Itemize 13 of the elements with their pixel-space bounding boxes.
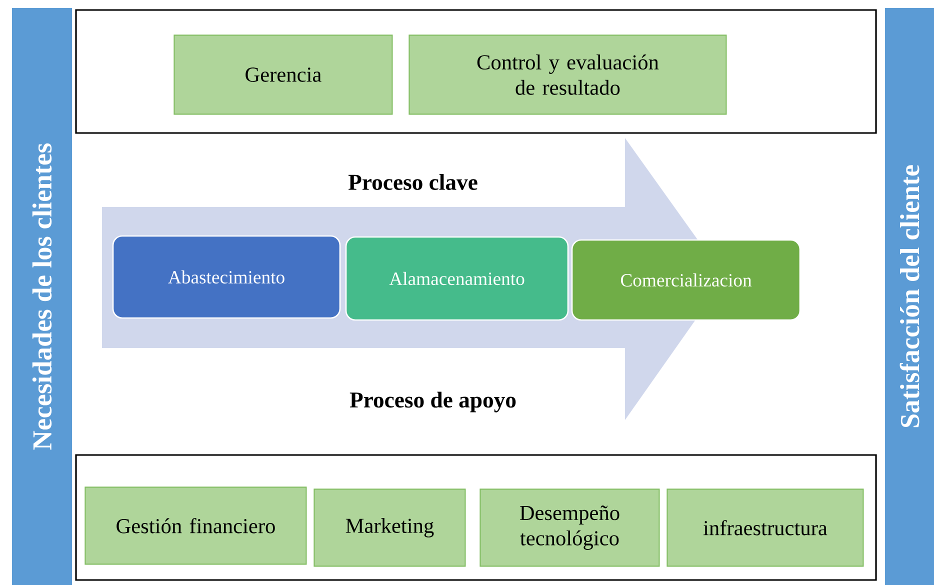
process-box: Control y evaluación de resultado [408, 34, 727, 115]
process-box: Marketing [314, 488, 466, 567]
process-box: Comercializacion [571, 239, 801, 321]
process-box: infraestructura [666, 488, 864, 567]
side-band: Necesidades de los clientes [12, 8, 72, 585]
process-box: Gerencia [174, 34, 393, 115]
process-box: Abastecimiento [112, 235, 341, 319]
section-heading: Proceso clave [348, 174, 478, 190]
process-box: Gestión financiero [84, 486, 307, 565]
process-box: Alamacenamiento [345, 236, 569, 321]
section-heading: Proceso de apoyo [350, 392, 516, 412]
process-box: Desempeño tecnológico [480, 488, 660, 567]
side-band: Satisfacción del cliente [885, 8, 934, 585]
